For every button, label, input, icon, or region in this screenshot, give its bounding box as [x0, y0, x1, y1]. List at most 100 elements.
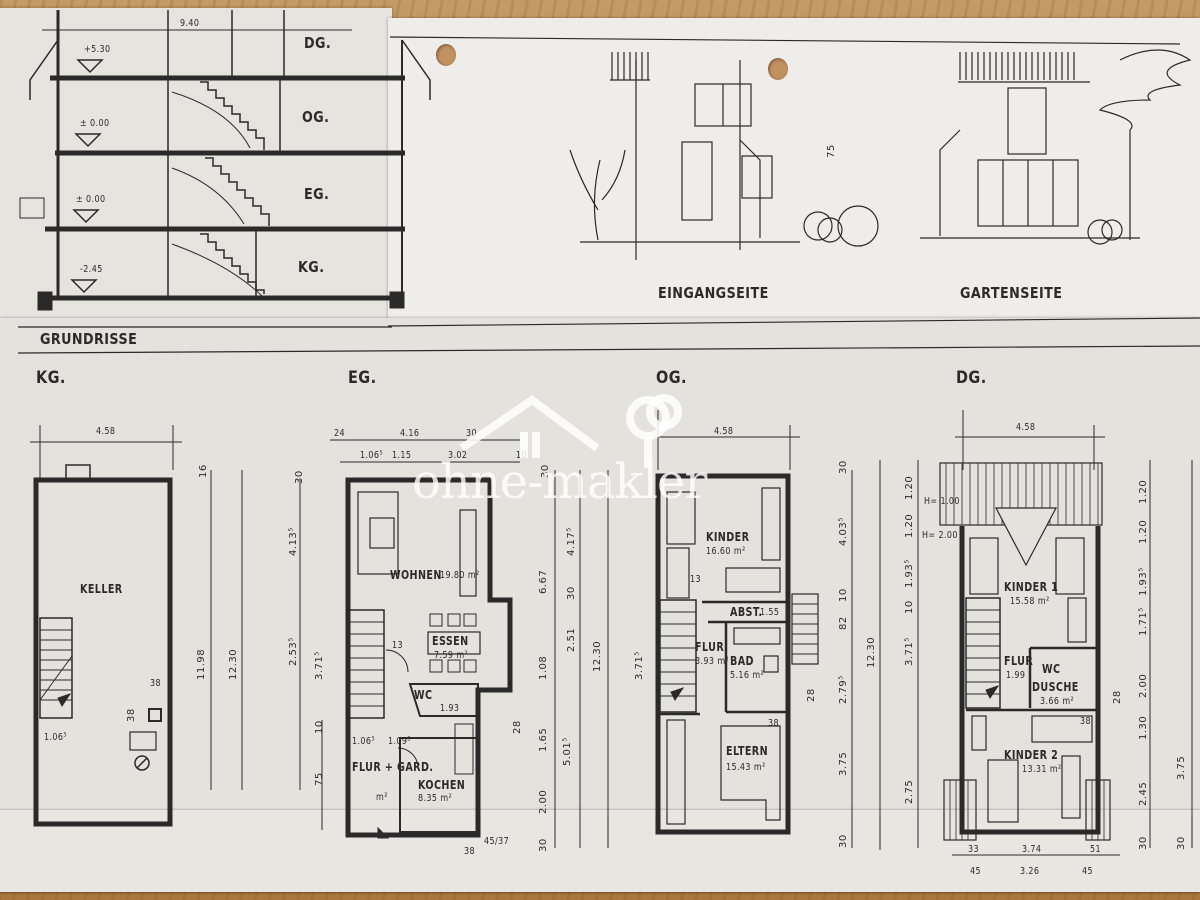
dg-right-dim-3-75: 3.75: [1176, 755, 1187, 780]
dg-bottom-dim-45b: 45: [1082, 866, 1093, 877]
eg-room-essen: ESSEN: [432, 634, 469, 648]
eg-left-dim-3-715: 3.71⁵: [314, 651, 325, 680]
eg-dim-10: 10: [516, 450, 527, 461]
og-area-kinder: 16.60 m²: [706, 546, 746, 557]
kg-dim-16: 16: [198, 464, 209, 478]
og-width-dim: 4.58: [714, 426, 734, 437]
og-dim-13: 13: [690, 574, 701, 585]
eg-left-dim-2-535: 2.53⁵: [288, 637, 299, 666]
og-right-dim-82: 82: [838, 616, 849, 630]
og-area-flur: 3.93 m²: [695, 656, 730, 667]
og-room-bad: BAD: [730, 654, 754, 668]
eg-right-dim-2-00: 2.00: [538, 789, 549, 814]
dg-bottom-dim-33: 33: [968, 844, 979, 855]
og-right-dim-30b: 30: [838, 834, 849, 848]
dg-room-kinder1: KINDER 1: [1004, 580, 1059, 594]
kg-room-keller: KELLER: [80, 582, 123, 596]
section-floor-eg: EG.: [304, 185, 330, 203]
eg-dim-4-16: 4.16: [400, 428, 420, 439]
kg-dim-38b: 38: [126, 708, 137, 722]
dg-room-flur: FLUR: [1004, 654, 1034, 668]
dg-height-2: H= 2.00: [922, 530, 958, 541]
dg-left-dim-1-20b: 1.20: [904, 513, 915, 538]
eg-right-dim-28: 28: [512, 720, 523, 734]
dg-room-wc: WC: [1042, 662, 1061, 676]
eg-left-dim-10: 10: [314, 720, 325, 734]
og-dim-28: 28: [806, 688, 817, 702]
dg-area-dusche: 3.66 m²: [1040, 696, 1075, 707]
eg-handwritten-note: 45/37: [484, 836, 510, 847]
section-floor-dg: DG.: [304, 34, 332, 52]
dg-left-dim-3-715: 3.71⁵: [904, 637, 915, 666]
section-width-label: 9.40: [180, 18, 200, 29]
og-right-dim-10: 10: [838, 588, 849, 602]
elevation-dimension: 75: [826, 144, 837, 158]
og-heading: OG.: [656, 368, 687, 388]
eg-dim-3-02: 3.02: [448, 450, 468, 461]
og-room-eltern: ELTERN: [726, 744, 769, 758]
dg-right-dim-1-715: 1.71⁵: [1138, 607, 1149, 636]
eg-dim-13: 13: [392, 640, 403, 651]
kg-dim-38a: 38: [150, 678, 161, 689]
eg-area-kochen: 8.35 m²: [418, 793, 453, 804]
eg-right-dim-1-08: 1.08: [538, 655, 549, 680]
dg-right-dim-1-935: 1.93⁵: [1138, 567, 1149, 596]
section-level-eg: ± 0.00: [76, 194, 106, 205]
punch-hole: [768, 58, 788, 80]
eg-right-dim-6-67: 6.67: [538, 569, 549, 594]
section-sheet: [0, 8, 392, 328]
section-level-kg: -2.45: [80, 264, 103, 275]
og-room-abst: ABST.: [730, 605, 763, 619]
dg-dim-28: 28: [1112, 690, 1123, 704]
section-floor-og: OG.: [302, 108, 330, 126]
elevation-sheet: [388, 18, 1200, 328]
eg-dim-1-15: 1.15: [392, 450, 412, 461]
elevation-entrance-label: EINGANGSEITE: [658, 284, 769, 302]
dg-bottom-dim-45a: 45: [970, 866, 981, 877]
dg-room-dusche: DUSCHE: [1032, 680, 1079, 694]
dg-room-kinder2: KINDER 2: [1004, 748, 1059, 762]
eg-room-kochen: KOCHEN: [418, 778, 466, 792]
kg-dim-12-30: 12.30: [228, 648, 239, 680]
eg-dim-flur-1-095: 1.09⁵: [388, 736, 412, 747]
eg-heading: EG.: [348, 368, 377, 388]
eg-right-dim-5-015: 5.01⁵: [562, 737, 573, 766]
og-right-dim-2-795: 2.79⁵: [838, 675, 849, 704]
dg-width-dim: 4.58: [1016, 422, 1036, 433]
dg-right-dim-1-30: 1.30: [1138, 715, 1149, 740]
dg-left-dim-2-75: 2.75: [904, 779, 915, 804]
floorplans-title: GRUNDRISSE: [40, 330, 138, 348]
dg-right-dim-30b: 30: [1176, 836, 1187, 850]
eg-right-dim-30: 30: [540, 464, 551, 478]
eg-right-dim-30c: 30: [538, 838, 549, 852]
eg-area-essen: 7.59 m²: [434, 650, 469, 661]
og-room-kinder: KINDER: [706, 530, 750, 544]
kg-width-dim: 4.58: [96, 426, 116, 437]
kg-dim-11-98: 11.98: [196, 648, 207, 680]
eg-room-wc: WC: [414, 688, 433, 702]
og-area-abst: 1.55: [760, 607, 780, 618]
eg-area-wohnen: 19.80 m²: [440, 570, 480, 581]
kg-heading: KG.: [36, 368, 66, 388]
floorplan-sheet-bottom-strip: [0, 810, 1200, 892]
eg-dim-24: 24: [334, 428, 345, 439]
eg-right-dim-30b: 30: [566, 586, 577, 600]
og-area-eltern: 15.43 m²: [726, 762, 766, 773]
elevation-garden-label: GARTENSEITE: [960, 284, 1063, 302]
eg-area-flur-gard: m²: [376, 792, 388, 803]
eg-right-dim-1-65: 1.65: [538, 727, 549, 752]
eg-room-wohnen: WOHNEN: [390, 568, 442, 582]
dg-area-kinder1: 15.58 m²: [1010, 596, 1050, 607]
section-level-og: ± 0.00: [80, 118, 110, 129]
dg-right-dim-2-00: 2.00: [1138, 673, 1149, 698]
eg-left-dim-30: 30: [294, 470, 305, 484]
kg-dim-1-065: 1.06⁵: [44, 732, 68, 743]
dg-height-1: H= 1.00: [924, 496, 960, 507]
dg-left-dim-1-935: 1.93⁵: [904, 559, 915, 588]
dg-bottom-dim-3-26: 3.26: [1020, 866, 1040, 877]
dg-bottom-dim-3-74: 3.74: [1022, 844, 1042, 855]
dg-dim-38: 38: [1080, 716, 1091, 727]
punch-hole: [436, 44, 456, 66]
eg-room-flur-gard: FLUR + GARD.: [352, 760, 434, 774]
